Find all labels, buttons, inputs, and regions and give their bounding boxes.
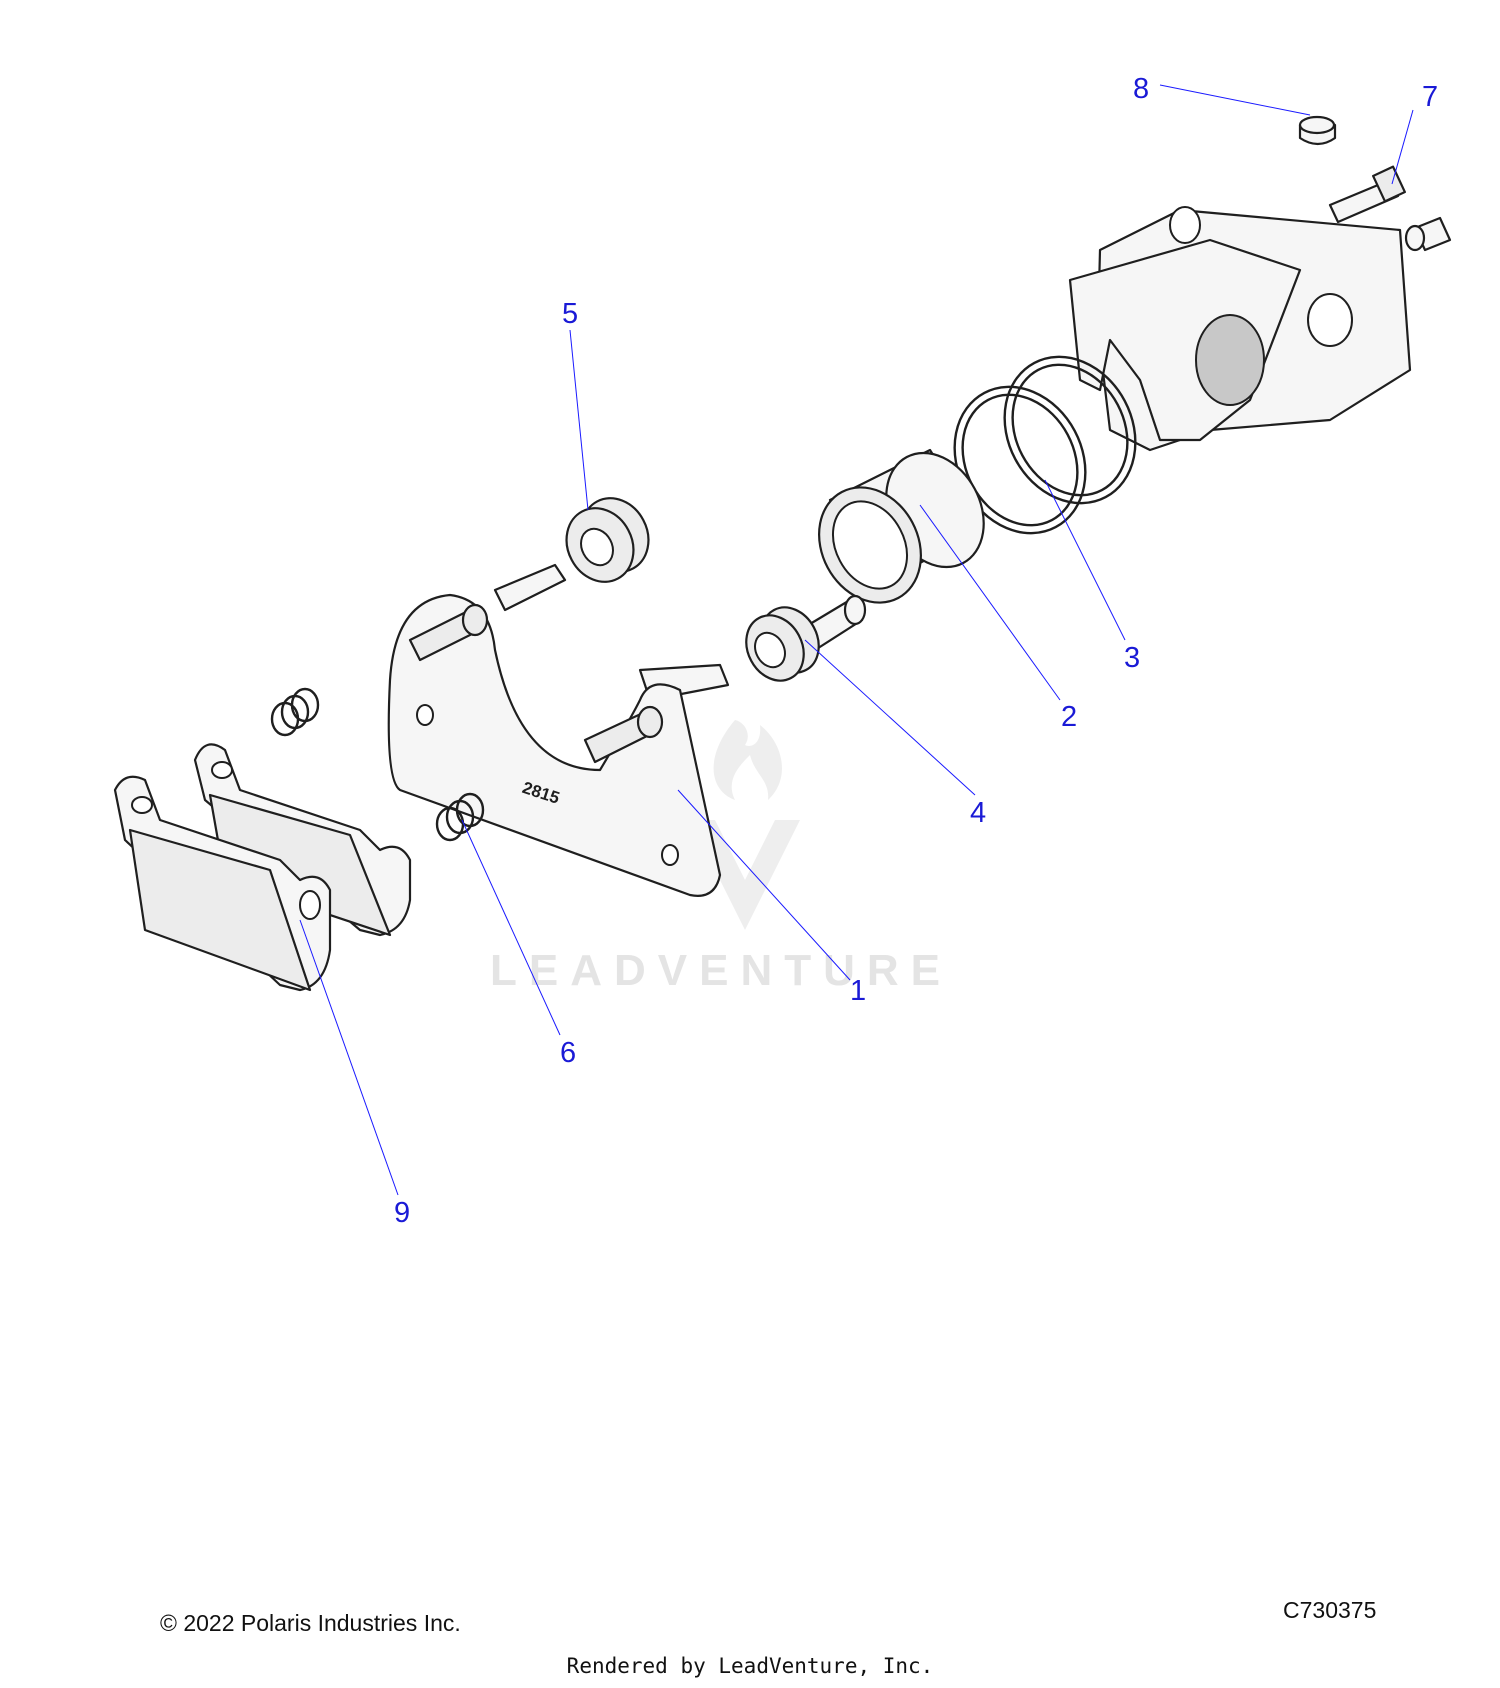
leader-line-9 [299,919,399,1196]
callout-7: 7 [1422,81,1438,113]
bleeder-screw-part [1328,165,1452,252]
callout-4: 4 [970,797,986,829]
callout-6: 6 [560,1037,576,1069]
piston-part [818,448,985,604]
callout-8: 8 [1133,73,1149,105]
leader-line-4 [804,639,976,796]
copyright-notice: © 2022 Polaris Industries Inc. [160,1610,461,1636]
brake-pads-part [113,743,412,992]
callout-1: 1 [850,975,866,1007]
slide-pin-bushing-part [565,497,650,583]
watermark-text: LEADVENTURE [490,946,952,995]
slide-pin-boot-part [745,594,867,682]
leader-line-1 [677,789,851,981]
leadventure-watermark: LEADVENTURE [490,720,952,995]
render-credit: Rendered by LeadVenture, Inc. [566,1654,934,1678]
callout-5: 5 [562,298,578,330]
bleeder-cap-part [1298,115,1337,146]
caliper-housing-part [1068,206,1412,452]
leader-line-3 [1044,479,1126,641]
callout-3: 3 [1124,642,1140,674]
pad-springs-part [270,687,485,842]
callout-9: 9 [394,1197,410,1229]
caliper-bracket-part: 2815 [387,563,730,897]
leader-line-5 [569,329,589,511]
diagram-id: C730375 [1283,1597,1377,1623]
leader-line-6 [461,819,561,1036]
leader-line-7 [1391,109,1414,185]
leader-line-2 [919,504,1061,701]
leader-line-8 [1159,84,1311,116]
callout-2: 2 [1061,701,1077,733]
